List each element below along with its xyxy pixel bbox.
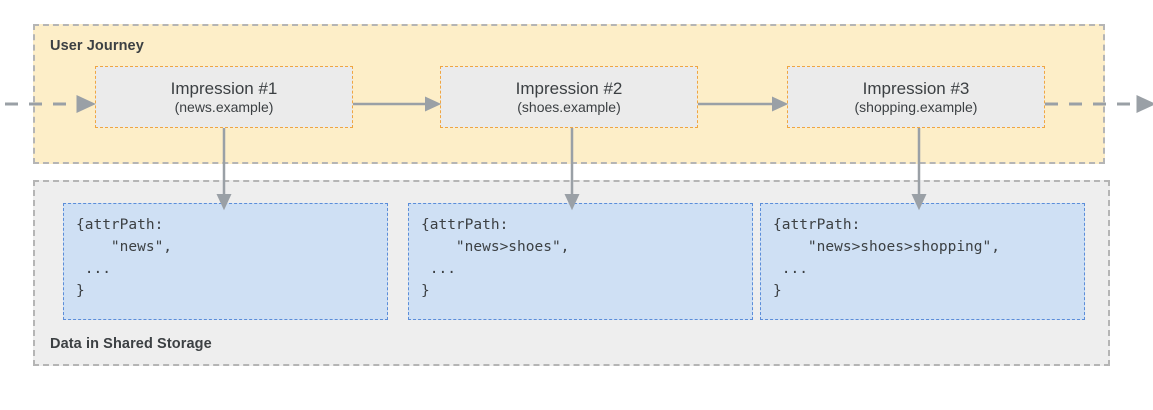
impression-title: Impression #2 [515, 78, 623, 98]
impression-host: (shoes.example) [517, 98, 621, 115]
impression-title: Impression #3 [862, 78, 970, 98]
impression-box-1[interactable]: Impression #1 (news.example) [95, 66, 353, 128]
shared-storage-label: Data in Shared Storage [50, 336, 212, 352]
impression-box-2[interactable]: Impression #2 (shoes.example) [440, 66, 698, 128]
storage-entry-box-2: {attrPath: "news>shoes", ... } [408, 203, 753, 320]
impression-host: (shopping.example) [854, 98, 978, 115]
impression-host: (news.example) [174, 98, 274, 115]
storage-entry-box-3: {attrPath: "news>shoes>shopping", ... } [760, 203, 1085, 320]
storage-entry-box-1: {attrPath: "news", ... } [63, 203, 388, 320]
impression-title: Impression #1 [170, 78, 278, 98]
user-journey-label: User Journey [50, 38, 144, 54]
impression-box-3[interactable]: Impression #3 (shopping.example) [787, 66, 1045, 128]
